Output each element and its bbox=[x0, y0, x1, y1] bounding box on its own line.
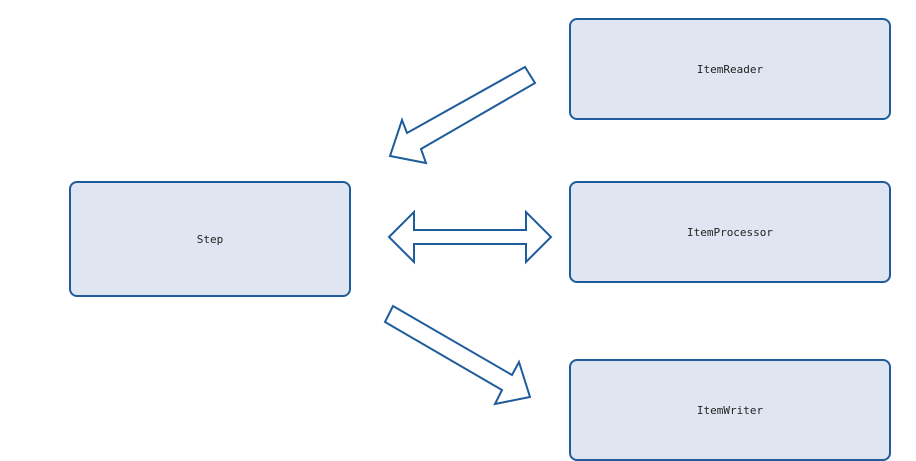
step-label: Step bbox=[196, 232, 224, 246]
step-node: Step bbox=[69, 181, 351, 297]
diagram-canvas: Step ItemReader ItemProcessor ItemWriter bbox=[69, 18, 891, 461]
item-reader-node: ItemReader bbox=[569, 18, 891, 120]
item-writer-label: ItemWriter bbox=[696, 403, 764, 417]
reader-to-step-arrow bbox=[388, 65, 537, 165]
item-processor-node: ItemProcessor bbox=[569, 181, 891, 283]
arrows-layer bbox=[383, 65, 553, 406]
step-to-writer-arrow bbox=[383, 304, 532, 406]
item-reader-label: ItemReader bbox=[696, 62, 764, 76]
step-processor-double-arrow bbox=[387, 209, 553, 265]
item-processor-label: ItemProcessor bbox=[686, 225, 774, 239]
